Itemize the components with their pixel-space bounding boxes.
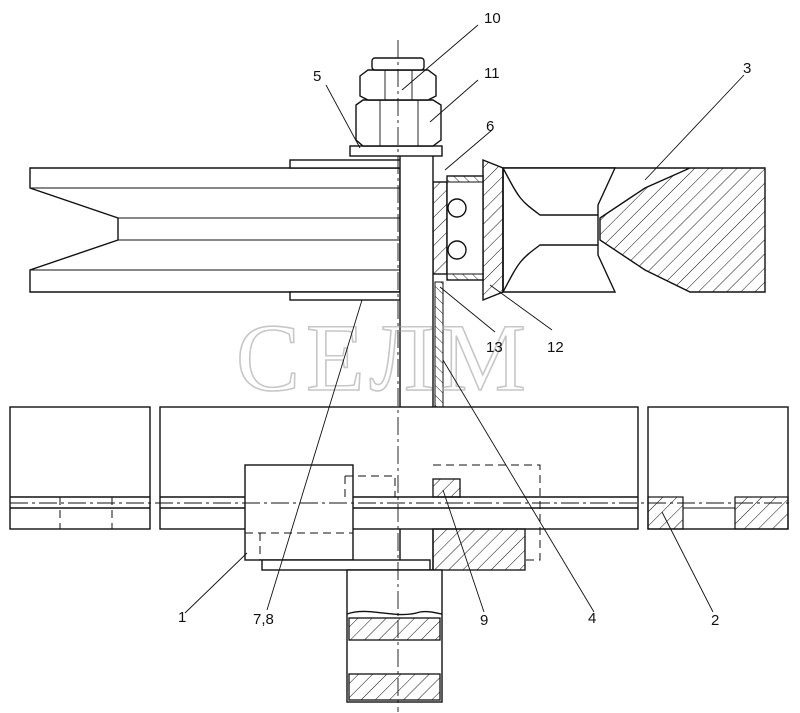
callout-4: 4 xyxy=(588,610,596,627)
callout-5: 5 xyxy=(313,68,321,85)
nut-stack xyxy=(349,57,443,157)
pulley-side-view xyxy=(29,159,403,301)
callout-12: 12 xyxy=(547,339,564,356)
bearing-assembly xyxy=(432,175,484,281)
lower-bolt-head xyxy=(346,569,443,703)
leader-lines xyxy=(184,24,745,614)
pulley-section-view xyxy=(482,158,766,302)
callout-11: 11 xyxy=(484,65,500,82)
frame-beams xyxy=(9,406,789,530)
callout-9: 9 xyxy=(480,612,488,629)
callout-10: 10 xyxy=(484,10,501,27)
callout-7-8: 7,8 xyxy=(253,611,274,628)
callout-1: 1 xyxy=(178,609,186,626)
callout-3: 3 xyxy=(743,60,751,77)
watermark-text: СЕЛМ xyxy=(236,304,532,411)
clamp-blocks xyxy=(244,464,541,571)
callout-13: 13 xyxy=(486,339,503,356)
callout-2: 2 xyxy=(711,612,719,629)
callouts: 10 11 5 3 6 12 13 1 7,8 9 4 2 xyxy=(178,10,751,629)
callout-6: 6 xyxy=(486,118,494,135)
